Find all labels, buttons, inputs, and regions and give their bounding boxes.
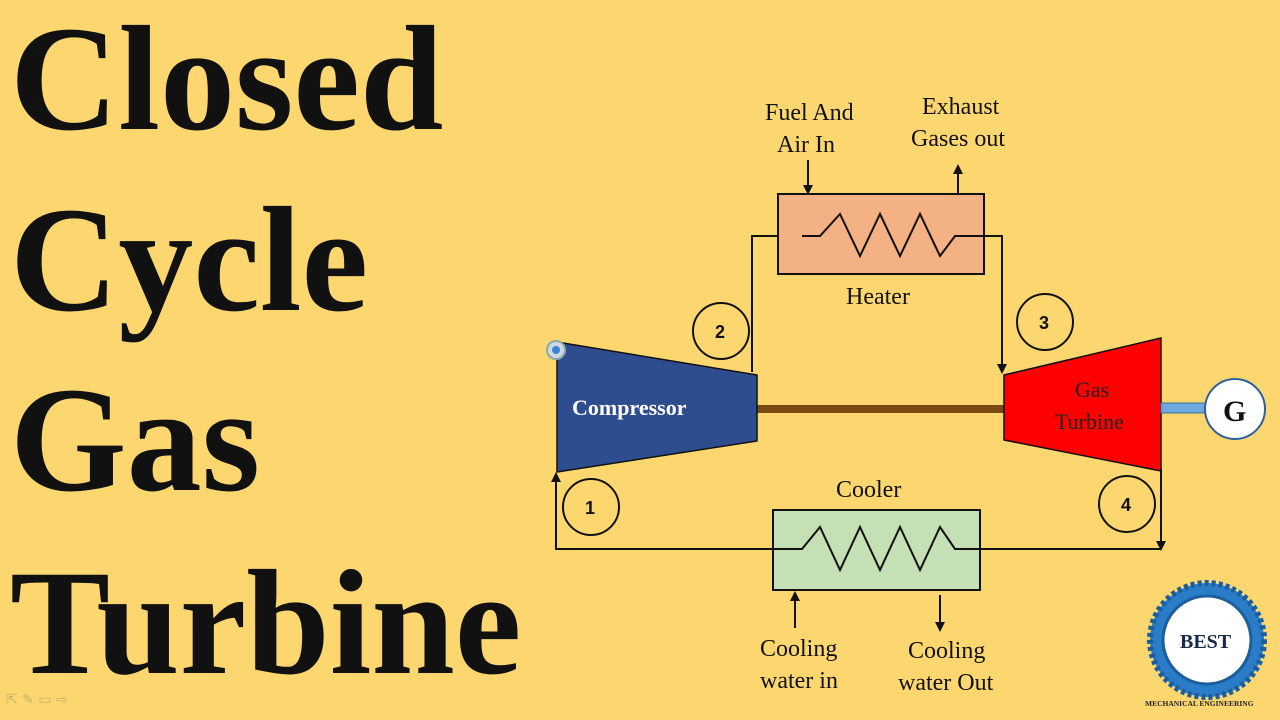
heater-box (777, 193, 985, 275)
turbine-label-1: Gas (1075, 377, 1109, 402)
exhaust-label-1: Exhaust (922, 94, 1000, 120)
cooling-out-label-2: water Out (898, 670, 994, 696)
generator: G (1204, 378, 1266, 440)
state-marker-4: 4 (1098, 475, 1156, 533)
title-line-4: Turbine (10, 540, 522, 706)
compressor-body (556, 341, 758, 473)
state-markers: 1 2 3 4 (562, 293, 1156, 536)
cooler-coil (773, 524, 980, 573)
cooler-label: Cooler (836, 477, 901, 503)
heater-coil (802, 211, 984, 259)
fuel-in-label-1: Fuel And (765, 100, 854, 126)
heater: Heater Fuel And Air In Exhaust Gases out (765, 94, 1005, 310)
compressor: Compressor (546, 340, 758, 473)
heater-label: Heater (846, 284, 910, 310)
slide-controls[interactable]: ⇱ ✎ ▭ ⇨ (6, 692, 68, 708)
generator-label: G (1223, 395, 1246, 428)
gas-turbine: Gas Turbine (1003, 337, 1162, 472)
state-number: 4 (1121, 495, 1131, 515)
flow-line-1 (551, 472, 773, 550)
fuel-in-label-2: Air In (777, 132, 835, 158)
state-number: 3 (1039, 313, 1049, 333)
turbine-label-2: Turbine (1055, 409, 1124, 434)
cooler-box (772, 509, 981, 591)
generator-coupling (1160, 402, 1210, 414)
turbine-body (1003, 337, 1162, 472)
shaft (752, 405, 1004, 413)
logo-subtitle: MECHANICAL ENGINEERING (1145, 699, 1254, 708)
title-line-1: Closed (10, 0, 444, 162)
state-number: 2 (715, 322, 725, 342)
generator-circle (1204, 378, 1266, 440)
state-number: 1 (585, 498, 595, 518)
best-logo: BEST MECHANICAL ENGINEERING (1145, 580, 1267, 708)
state-marker-1: 1 (562, 478, 620, 536)
state-marker-3: 3 (1016, 293, 1074, 351)
logo-text: BEST (1180, 631, 1232, 653)
cooling-out-label-1: Cooling (908, 638, 985, 664)
cooling-in-label-2: water in (760, 668, 838, 694)
logo-gear-ring (1161, 594, 1253, 686)
cooler: Cooler Cooling water in Cooling water Ou… (760, 477, 994, 696)
title-line-2: Cycle (10, 177, 369, 343)
cooling-in-label-1: Cooling (760, 636, 837, 662)
state-marker-2: 2 (692, 302, 750, 360)
exhaust-label-2: Gases out (911, 126, 1005, 152)
compressor-label: Compressor (572, 395, 687, 420)
title-line-3: Gas (10, 357, 261, 523)
